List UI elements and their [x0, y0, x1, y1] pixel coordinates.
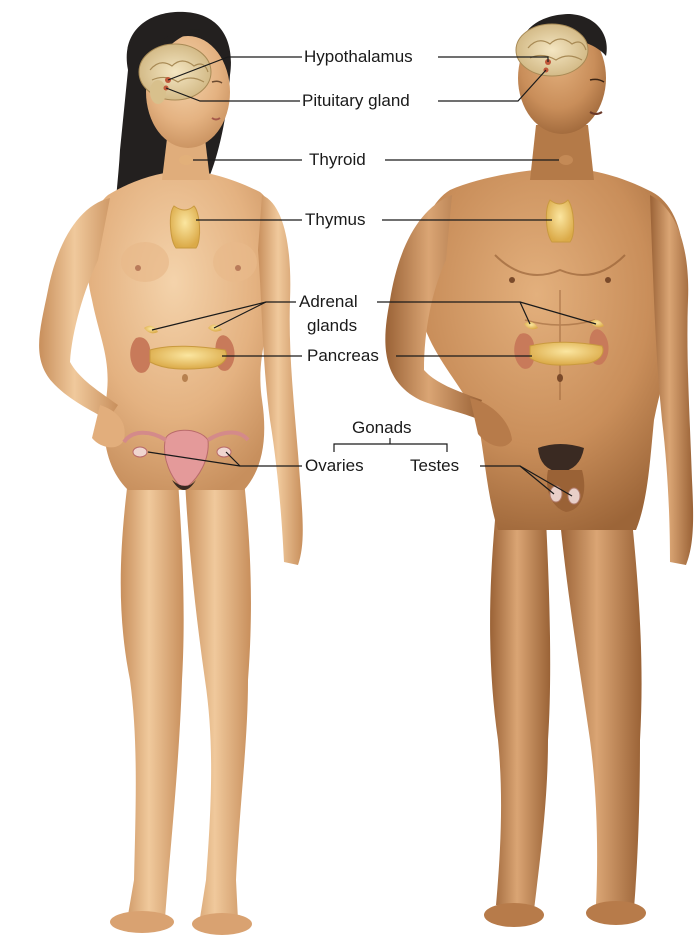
female-figure: [39, 12, 303, 935]
gonads-bracket: [334, 444, 447, 452]
label-thymus: Thymus: [303, 210, 367, 230]
female-thyroid: [179, 155, 193, 165]
female-left-foot: [110, 911, 174, 933]
female-left-leg: [121, 480, 184, 918]
label-pituitary-gland: Pituitary gland: [300, 91, 412, 111]
female-right-foot: [192, 913, 252, 935]
label-adrenal-line1: Adrenal: [297, 292, 360, 312]
male-thymus: [546, 200, 573, 242]
label-thyroid: Thyroid: [307, 150, 368, 170]
female-thymus: [170, 206, 199, 248]
label-hypothalamus: Hypothalamus: [302, 47, 415, 67]
male-pancreas: [530, 342, 603, 365]
female-right-leg: [185, 480, 251, 920]
male-right-testis: [568, 488, 580, 504]
female-pancreas: [150, 346, 226, 369]
female-right-arm: [258, 195, 303, 565]
male-brain: [516, 24, 588, 76]
male-thyroid: [559, 155, 573, 165]
label-pancreas: Pancreas: [305, 346, 381, 366]
male-left-foot: [484, 903, 544, 927]
male-right-leg: [560, 520, 642, 908]
label-adrenal-line2: glands: [305, 316, 359, 336]
male-left-leg: [490, 520, 550, 910]
male-right-foot: [586, 901, 646, 925]
male-left-testis: [550, 486, 562, 502]
label-gonads: Gonads: [350, 418, 414, 438]
label-ovaries: Ovaries: [303, 456, 366, 476]
female-left-ovary: [133, 447, 147, 457]
label-testes: Testes: [408, 456, 461, 476]
